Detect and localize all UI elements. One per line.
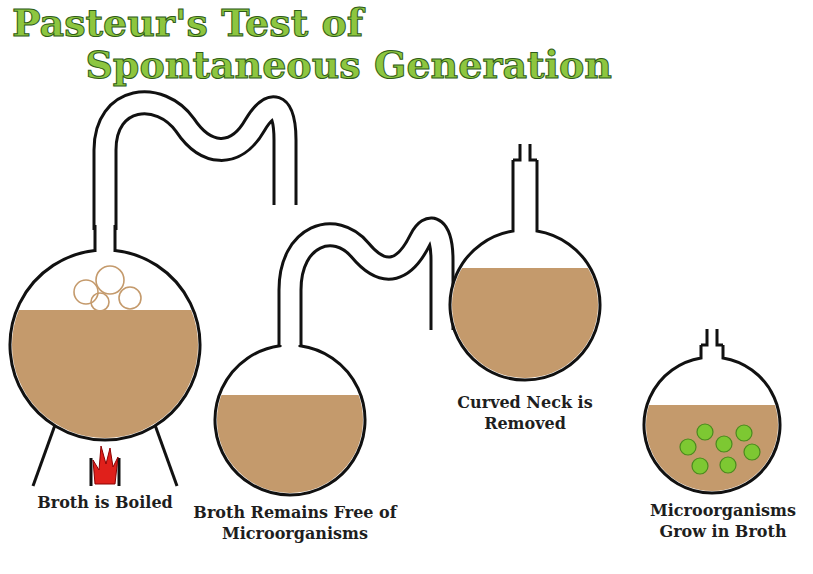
broth: [644, 405, 780, 493]
microorganism: [692, 458, 708, 474]
flask: [644, 329, 780, 493]
flame: [93, 446, 118, 484]
step-caption: Broth is Boiled: [5, 492, 205, 513]
cut-neck: [701, 329, 723, 345]
curved-neck: [290, 229, 442, 350]
flask: [450, 144, 600, 380]
bubble: [96, 266, 124, 294]
curved-neck-inner: [105, 103, 285, 230]
broth: [215, 395, 365, 495]
flask-outline: [450, 160, 600, 380]
bubble: [74, 280, 98, 304]
microorganism: [744, 444, 760, 460]
flask-fill: [644, 345, 780, 493]
flask-fill: [10, 225, 200, 440]
bubble: [91, 293, 109, 311]
title: Pasteur's Test of Spontaneous Generation: [12, 2, 612, 86]
cut-neck: [513, 144, 537, 160]
step-caption: Broth Remains Free of Microorganisms: [190, 502, 400, 544]
step-caption: Curved Neck is Removed: [450, 392, 600, 434]
microorganism: [680, 439, 696, 455]
flask-outline: [644, 345, 780, 493]
microorganism: [736, 425, 752, 441]
curved-neck: [105, 103, 285, 230]
curved-neck-inner: [290, 229, 442, 350]
flask-outline: [215, 345, 365, 495]
flask: [215, 229, 442, 495]
flask-fill: [450, 160, 600, 380]
broth: [10, 310, 200, 440]
flask-outline: [10, 225, 200, 440]
microorganism: [697, 424, 713, 440]
broth: [450, 268, 600, 380]
flask-fill: [215, 345, 365, 495]
microorganism: [716, 436, 732, 452]
step-caption: Microorganisms Grow in Broth: [638, 500, 808, 542]
bubble: [119, 287, 141, 309]
microorganism: [720, 457, 736, 473]
